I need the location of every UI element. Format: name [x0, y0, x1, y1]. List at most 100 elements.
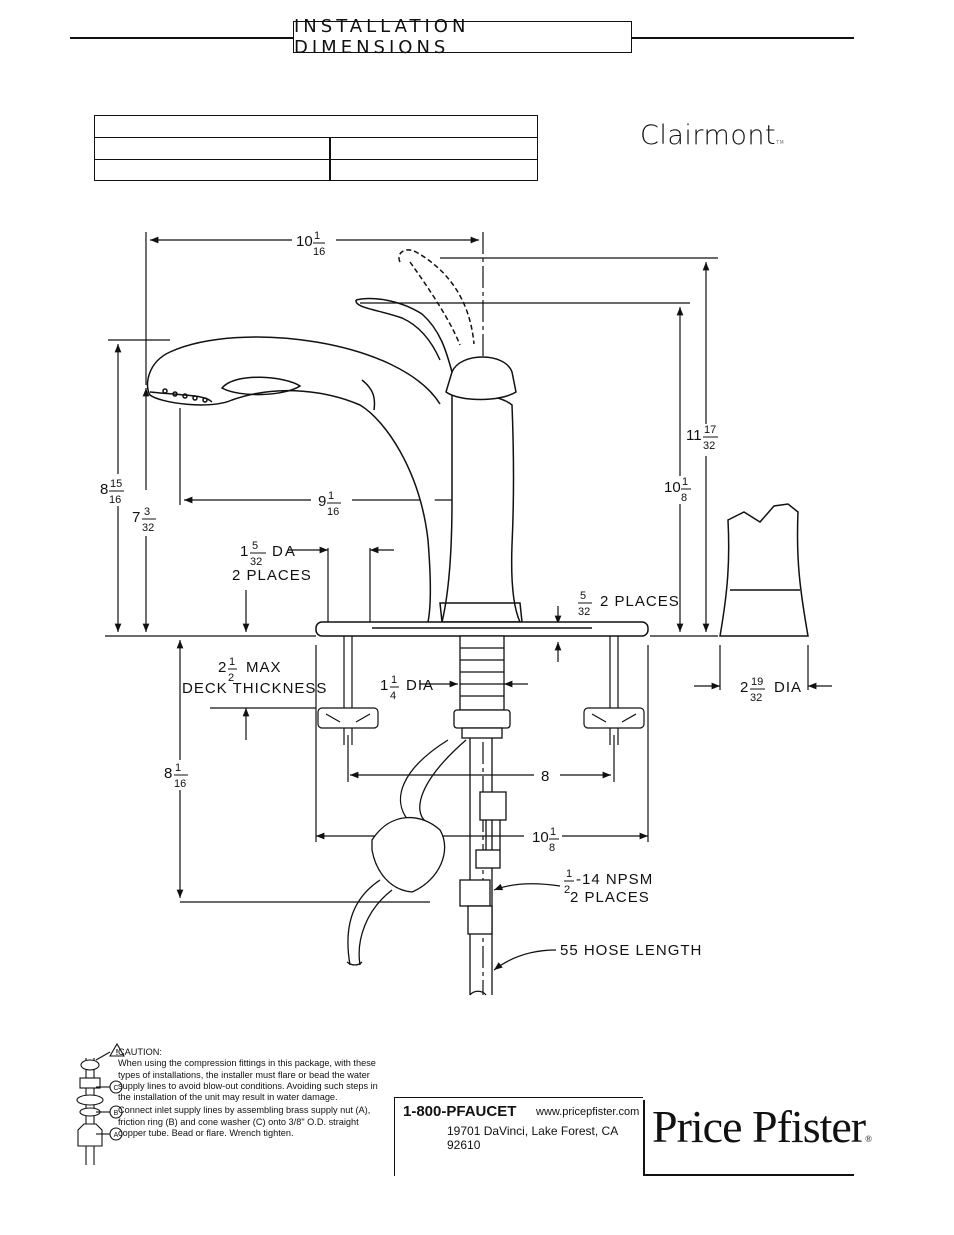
header-rule-right [632, 37, 854, 39]
sr-whole: 9 [318, 493, 326, 510]
svg-text:!: ! [116, 1048, 119, 1057]
sd-den: 4 [390, 690, 396, 702]
fitting-label-c: C [113, 1085, 118, 1092]
ah-whole: 7 [132, 509, 140, 526]
md-whole: 2 [218, 659, 226, 676]
brand-name: Price Pfister [652, 1101, 866, 1152]
website: www.pricepfister.com [536, 1106, 640, 1118]
pw-whole: 10 [532, 829, 549, 846]
ow-den: 16 [313, 246, 325, 258]
ow-num: 1 [314, 230, 320, 242]
hb-num: 19 [751, 676, 763, 688]
oh-whole: 11 [686, 427, 702, 444]
hh-num: 1 [682, 476, 688, 488]
brand-divider [643, 1100, 645, 1175]
hd-line2: 2 PLACES [232, 567, 312, 584]
label-escutcheon: 5 32 2 PLACES [578, 590, 680, 618]
brand-mark: ® [865, 1134, 872, 1144]
leader-thread [493, 883, 561, 891]
hb-whole: 2 [740, 679, 748, 696]
brand-underline [643, 1174, 854, 1176]
spec-table-row-2 [95, 137, 537, 160]
caution-instruction: Connect inlet supply lines by assembling… [118, 1105, 371, 1139]
label-hose-length: 55 HOSE LENGTH [560, 942, 702, 959]
hd-suffix: DA [272, 543, 297, 560]
fitting-label-b: B [114, 1110, 119, 1117]
faucet-body [146, 249, 649, 637]
spec-table [94, 115, 538, 181]
pw-num: 1 [550, 826, 556, 838]
es-num: 5 [580, 590, 586, 602]
contact-block: 1-800-PFAUCET www.pricepfister.com 19701… [394, 1097, 643, 1176]
sh-num: 15 [110, 478, 122, 490]
fitting-label-a: A [114, 1132, 119, 1139]
page-title: INSTALLATION DIMENSIONS [294, 16, 470, 58]
th-den: 2 [564, 884, 570, 896]
caution-notice: CAUTION: When using the compression fitt… [118, 1047, 378, 1139]
brand-logo: Price Pfister® [652, 1100, 872, 1153]
supply-fitting-illustration [76, 1042, 125, 1165]
address: 19701 DaVinci, Lake Forest, CA 92610 [447, 1124, 618, 1152]
sr-den: 16 [327, 506, 339, 518]
hd-num: 5 [252, 540, 258, 552]
sh-whole: 8 [100, 481, 108, 498]
label-center-spacing: 8 [541, 768, 549, 785]
oh-den: 32 [703, 440, 715, 452]
es-den: 32 [578, 606, 590, 618]
th-suffix: -14 NPSM [576, 871, 653, 888]
model-name: ClairmontTM [640, 120, 784, 151]
leader-hose [493, 949, 557, 971]
sh-den: 16 [109, 494, 121, 506]
label-thread: 1 2 -14 NPSM 2 PLACES [564, 868, 653, 906]
shank-and-supply [346, 635, 511, 996]
caution-title: CAUTION: [118, 1047, 162, 1057]
md-num: 1 [229, 656, 235, 668]
mounting-studs [317, 636, 645, 745]
trademark: TM [776, 140, 785, 146]
warning-icon [109, 1042, 125, 1057]
ah-num: 3 [144, 506, 150, 518]
header-rule-left [70, 37, 293, 39]
hb-den: 32 [750, 692, 762, 704]
phone-number: 1-800-PFAUCET [403, 1103, 517, 1120]
th-line2: 2 PLACES [570, 889, 650, 906]
th-num: 1 [566, 868, 572, 880]
sd-whole: 1 [380, 677, 388, 694]
oh-num: 17 [704, 424, 716, 436]
bd-whole: 8 [164, 765, 172, 782]
caution-body: When using the compression fittings in t… [118, 1058, 378, 1103]
ah-den: 32 [142, 522, 154, 534]
md-line2: DECK THICKNESS [182, 680, 327, 697]
hd-den: 32 [250, 556, 262, 568]
bd-den: 16 [174, 778, 186, 790]
label-a-circle [109, 1127, 123, 1141]
pw-den: 8 [549, 842, 555, 854]
side-handle [719, 503, 809, 637]
spec-table-row-1 [95, 116, 537, 138]
spec-table-divider [329, 137, 331, 180]
sr-num: 1 [328, 490, 334, 502]
label-b-circle [109, 1105, 123, 1119]
es-suffix: 2 PLACES [600, 593, 680, 610]
md-den: 2 [228, 672, 234, 684]
header-title-box: INSTALLATION DIMENSIONS [293, 16, 632, 58]
hb-suffix: DIA [774, 679, 802, 696]
sd-num: 1 [391, 674, 397, 686]
md-suffix: MAX [246, 659, 282, 676]
ow-whole: 10 [296, 233, 313, 250]
hh-den: 8 [681, 492, 687, 504]
model-name-text: Clairmont [640, 120, 777, 151]
sd-suffix: DIA [406, 677, 434, 694]
